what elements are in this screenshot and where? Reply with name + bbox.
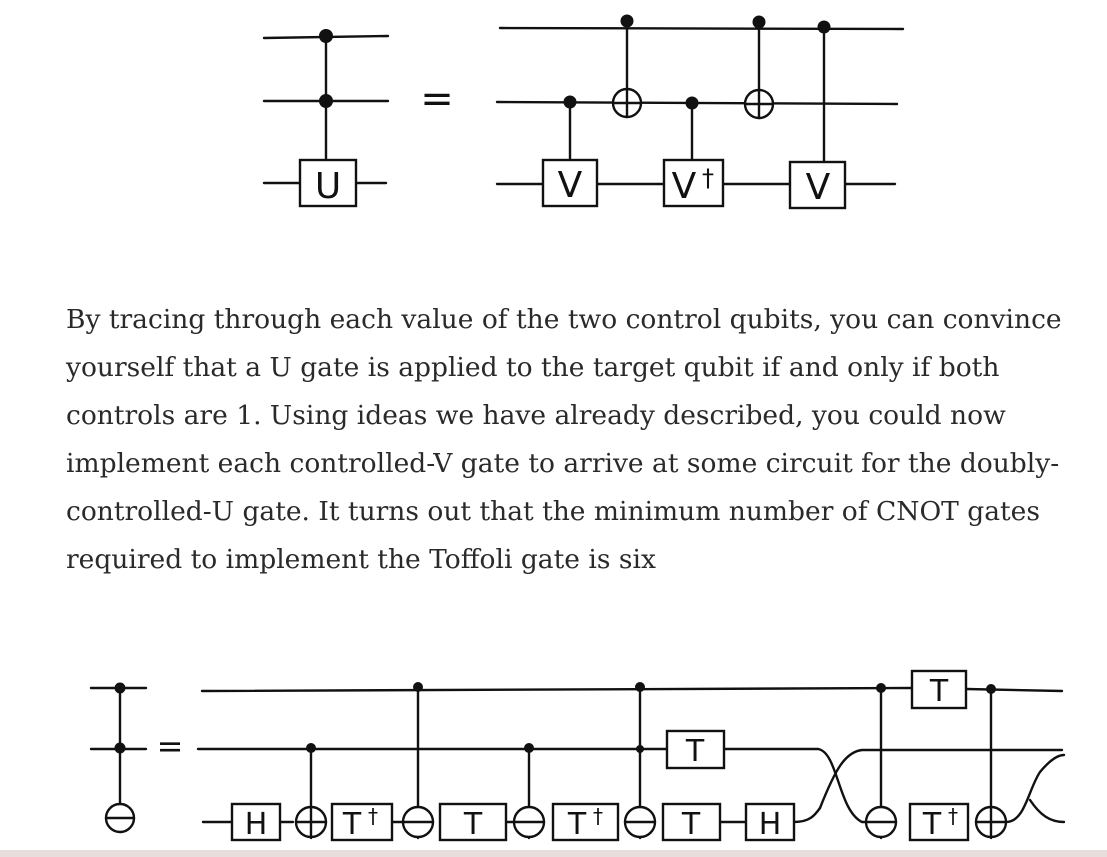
control-dot bbox=[876, 683, 886, 693]
qubit-wire-3 bbox=[792, 806, 822, 824]
swap-crossing-wire bbox=[1004, 753, 1066, 824]
control-dot bbox=[319, 94, 333, 108]
t-gate-label: T bbox=[929, 674, 949, 709]
dagger-symbol: † bbox=[368, 804, 378, 828]
dagger-symbol: † bbox=[702, 164, 714, 192]
equals-sign: = bbox=[157, 727, 184, 765]
h-gate-label: H bbox=[245, 807, 268, 842]
control-dot bbox=[752, 15, 766, 29]
controlled-v-decomposition: V V † V bbox=[495, 14, 905, 210]
v-gate-label: V bbox=[558, 165, 583, 206]
swap-crossing-wire bbox=[818, 748, 1064, 810]
qubit-wire-1 bbox=[200, 686, 914, 693]
t-dagger-gate-label: T bbox=[342, 807, 362, 842]
control-dot bbox=[635, 682, 645, 692]
qubit-wire-1 bbox=[498, 26, 905, 31]
t-gate-label: T bbox=[685, 734, 705, 769]
dagger-symbol: † bbox=[948, 804, 958, 828]
swap-crossing-wire bbox=[816, 747, 870, 824]
t-gate-box bbox=[910, 669, 968, 710]
dagger-symbol: † bbox=[593, 804, 603, 828]
toffoli-decomposition-diagram: = H T † T bbox=[89, 669, 1066, 842]
control-dot bbox=[114, 682, 126, 694]
u-gate-box bbox=[298, 158, 358, 208]
v-gate-box bbox=[788, 160, 847, 210]
explanation-paragraph: By tracing through each value of the two… bbox=[66, 304, 1062, 575]
v-gate-label: V bbox=[806, 167, 831, 208]
wire-junction bbox=[636, 745, 644, 753]
control-dot bbox=[413, 682, 423, 692]
control-dot bbox=[620, 14, 634, 28]
t-dagger-gate-box bbox=[908, 802, 970, 842]
u-gate-label: U bbox=[315, 166, 341, 207]
t-gate-label: T bbox=[463, 807, 483, 842]
control-dot bbox=[563, 95, 577, 109]
toffoli-gate bbox=[89, 682, 148, 834]
h-gate-label: H bbox=[759, 807, 782, 842]
control-dot bbox=[817, 20, 831, 34]
doubly-controlled-u-gate: U bbox=[262, 29, 390, 208]
page-bottom-edge bbox=[0, 850, 1107, 857]
control-dot bbox=[114, 742, 126, 754]
control-dot bbox=[685, 96, 699, 110]
v-dagger-gate-box bbox=[662, 158, 725, 208]
t-gate-label: T bbox=[681, 807, 701, 842]
controlled-u-decomposition-diagram: U = V V † V bbox=[262, 14, 905, 210]
toffoli-cnot-decomposition: H T † T T † T bbox=[196, 669, 1066, 842]
v-dagger-gate-label: V bbox=[672, 166, 697, 207]
swap-crossing-wire bbox=[1028, 798, 1066, 824]
control-dot bbox=[524, 743, 534, 753]
qubit-wire-1 bbox=[964, 687, 1064, 693]
control-dot bbox=[986, 684, 996, 694]
t-gate-box bbox=[661, 802, 722, 842]
t-dagger-gate-label: T bbox=[922, 807, 942, 842]
h-gate-box bbox=[230, 802, 282, 842]
control-dot bbox=[319, 29, 333, 43]
v-gate-box bbox=[541, 158, 599, 208]
t-dagger-gate-box bbox=[330, 802, 394, 842]
t-dagger-gate-box bbox=[551, 802, 620, 842]
equals-sign: = bbox=[420, 76, 454, 122]
control-dot bbox=[306, 743, 316, 753]
t-gate-box bbox=[665, 729, 726, 770]
h-gate-box bbox=[744, 802, 796, 842]
t-dagger-gate-label: T bbox=[567, 807, 587, 842]
t-gate-box bbox=[438, 802, 508, 842]
